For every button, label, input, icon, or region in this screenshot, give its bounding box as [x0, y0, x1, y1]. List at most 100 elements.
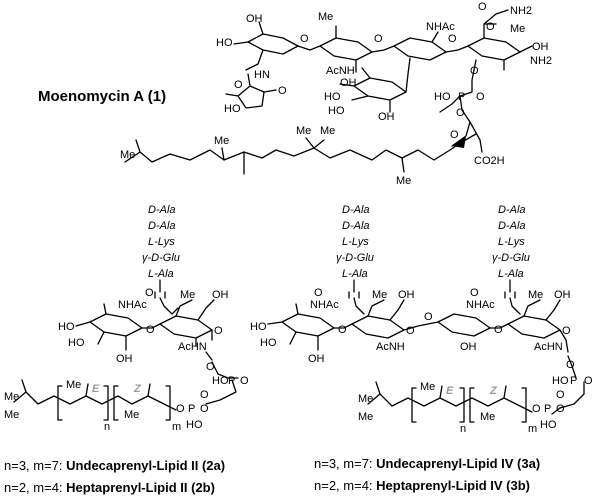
label-o: O — [450, 129, 459, 141]
peptide-residue: γ-D-Glu — [336, 252, 374, 264]
label-o: O — [240, 375, 249, 387]
caption-3b-prefix: n=2, m=4: — [314, 478, 373, 493]
label-ho: HO — [328, 105, 345, 117]
isomer-z-label: Z — [489, 385, 498, 397]
label-o: O — [278, 85, 287, 97]
caption-2b: n=2, m=4: Heptaprenyl-Lipid II (2b) — [4, 480, 215, 495]
label-ho: HO — [552, 375, 569, 387]
label-o: O — [486, 21, 495, 33]
label-o: O — [406, 325, 415, 337]
label-me: Me — [4, 391, 19, 403]
label-o: O — [145, 287, 154, 299]
label-p: P — [188, 403, 195, 415]
label-o: O — [456, 107, 465, 119]
peptide-residue: D-Ala — [342, 220, 370, 232]
peptide-residue: L-Lys — [498, 236, 525, 248]
label-ho: HO — [186, 419, 203, 431]
label-me: Me — [420, 381, 435, 393]
label-achn: AcHN — [534, 341, 563, 353]
caption-3b: n=2, m=4: Heptaprenyl-Lipid IV (3b) — [314, 478, 530, 493]
peptide-residue: L-Ala — [498, 268, 524, 280]
lipid-ii-structure: O NHAc Me OH HO HO OH O O AcHN O HO P O … — [4, 279, 249, 433]
peptide-residue: D-Ala — [148, 204, 176, 216]
label-me: Me — [358, 393, 373, 405]
label-o: O — [338, 324, 347, 336]
label-me: Me — [180, 289, 195, 301]
label-o: O — [424, 311, 433, 323]
label-me: Me — [296, 125, 311, 137]
sugar-ring-d — [467, 37, 521, 61]
label-o: O — [146, 324, 155, 336]
label-nhac: NHAc — [426, 21, 455, 33]
label-o: O — [556, 403, 565, 415]
label-ho: HO — [68, 337, 85, 349]
label-me: Me — [214, 135, 229, 147]
repeat-m-label: m — [172, 421, 181, 433]
sugar-ring-left-1 — [89, 313, 143, 337]
label-o: O — [214, 325, 223, 337]
lipid-iv-structure: O O NHAc NHAc Me Me OH OH HO HO OH O O O… — [250, 279, 593, 435]
label-oh: OH — [308, 353, 325, 365]
label-o: O — [234, 79, 243, 91]
label-o: O — [562, 325, 571, 337]
label-me: Me — [528, 289, 543, 301]
label-ho: HO — [260, 337, 277, 349]
label-nhac: NHAc — [466, 299, 495, 311]
middle-peptide-stack: D-Ala D-Ala L-Lys γ-D-Glu L-Ala — [336, 204, 374, 280]
label-ho: HO — [324, 91, 341, 103]
label-o: O — [470, 287, 479, 299]
label-o: O — [478, 1, 487, 13]
peptide-residue: γ-D-Glu — [142, 252, 180, 264]
label-o: O — [532, 403, 541, 415]
peptide-residue: L-Ala — [342, 268, 368, 280]
label-oh: OH — [378, 111, 395, 123]
sugar-ring-e — [353, 77, 407, 101]
label-oh: OH — [460, 341, 477, 353]
label-oh: OH — [116, 353, 133, 365]
label-me: Me — [480, 411, 495, 423]
bracket-n — [411, 387, 465, 423]
label-me: Me — [358, 411, 373, 423]
cyclopentenone-ring — [237, 85, 265, 109]
peptide-residue: L-Lys — [342, 236, 369, 248]
label-o: O — [176, 403, 185, 415]
label-me: Me — [124, 409, 139, 421]
label-o: O — [566, 359, 575, 371]
label-p: P — [570, 375, 577, 387]
lipid-iv-prenyl-chain — [367, 393, 533, 413]
moenomycin-ring-system — [124, 9, 533, 175]
label-hn: HN — [254, 69, 270, 81]
bracket-m — [469, 387, 527, 423]
sugar-ring-right-2 — [351, 315, 405, 339]
label-p: P — [458, 91, 465, 103]
repeat-n-label: n — [104, 421, 110, 433]
glycosidic-link — [445, 45, 469, 53]
label-me: Me — [120, 149, 135, 161]
label-o: O — [200, 389, 209, 401]
label-oh: OH — [398, 289, 415, 301]
label-o: O — [584, 375, 593, 387]
phosphate-bridge — [439, 59, 477, 113]
glycosidic-link — [371, 45, 395, 53]
label-ho: HO — [216, 37, 233, 49]
caption-2a-name: Undecaprenyl-Lipid II (2a) — [66, 458, 226, 473]
label-oh: OH — [212, 289, 229, 301]
label-oh: OH — [246, 13, 263, 25]
peptide-residue: D-Ala — [148, 220, 176, 232]
peptide-residue: L-Ala — [148, 268, 174, 280]
label-ho: HO — [434, 91, 451, 103]
label-nhac: NHAc — [310, 299, 339, 311]
peptide-residue: L-Lys — [148, 236, 175, 248]
label-o: O — [476, 91, 485, 103]
label-me: Me — [320, 125, 335, 137]
label-nh2: NH2 — [510, 5, 532, 17]
label-nhac: NHAc — [118, 299, 147, 311]
label-me: Me — [396, 175, 411, 187]
label-o: O — [556, 389, 565, 401]
caption-3a-name: Undecaprenyl-Lipid IV (3a) — [376, 456, 541, 471]
repeat-m-label: m — [528, 423, 537, 435]
label-me: Me — [318, 11, 333, 23]
label-o: O — [314, 287, 323, 299]
caption-2b-name: Heptaprenyl-Lipid II (2b) — [66, 480, 215, 495]
